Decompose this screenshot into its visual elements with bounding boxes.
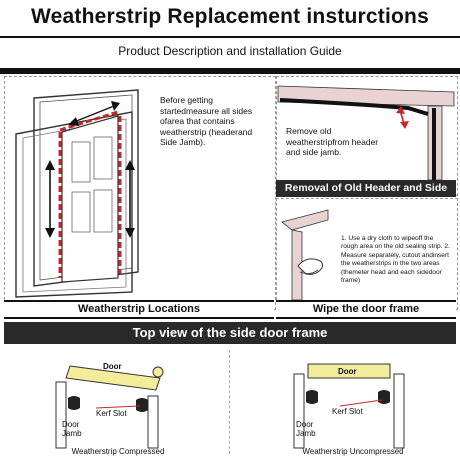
door-frame-illustration: [15, 89, 139, 298]
door-label-right: Door: [338, 367, 357, 376]
wipe-steps: 1. Use a dry cloth to wipeoff the rough …: [341, 235, 450, 285]
header-bar: [0, 68, 460, 74]
caption-uncompressed: Weatherstrip Uncompressed: [302, 447, 404, 456]
page-title: Weatherstrip Replacement insturctions: [31, 5, 429, 28]
locations-description: Before getting startedmeasure all sides …: [160, 95, 253, 147]
caption-wipe: Wipe the door frame: [276, 300, 456, 319]
kerf-label-right: Kerf Slot: [332, 407, 363, 416]
door-label-left: Door: [103, 362, 122, 371]
topview-uncompressed-illustration: [293, 363, 405, 449]
jamb-label-right-1: Door: [296, 420, 314, 429]
jamb-label-left-2: Jamb: [62, 429, 82, 438]
caption-compressed: Weatherstrip Compressed: [71, 447, 165, 456]
page-subtitle: Product Description and installation Gui…: [118, 44, 342, 58]
topview-divider: [229, 350, 230, 454]
title-rule: [0, 36, 460, 38]
jamb-label-right-2: Jamb: [296, 429, 316, 438]
caption-removal: Removal of Old Header and Side Jamb: [276, 180, 456, 211]
caption-weatherstrip-locations: Weatherstrip Locations: [4, 300, 274, 319]
kerf-label-left: Kerf Slot: [96, 409, 127, 418]
topview-compressed-illustration: [55, 365, 164, 449]
jamb-label-left-1: Door: [62, 420, 80, 429]
topview-heading: Top view of the side door frame: [4, 322, 456, 344]
removal-illustration: [277, 85, 455, 181]
removal-description: Remove old weatherstripfrom header and s…: [286, 126, 379, 157]
